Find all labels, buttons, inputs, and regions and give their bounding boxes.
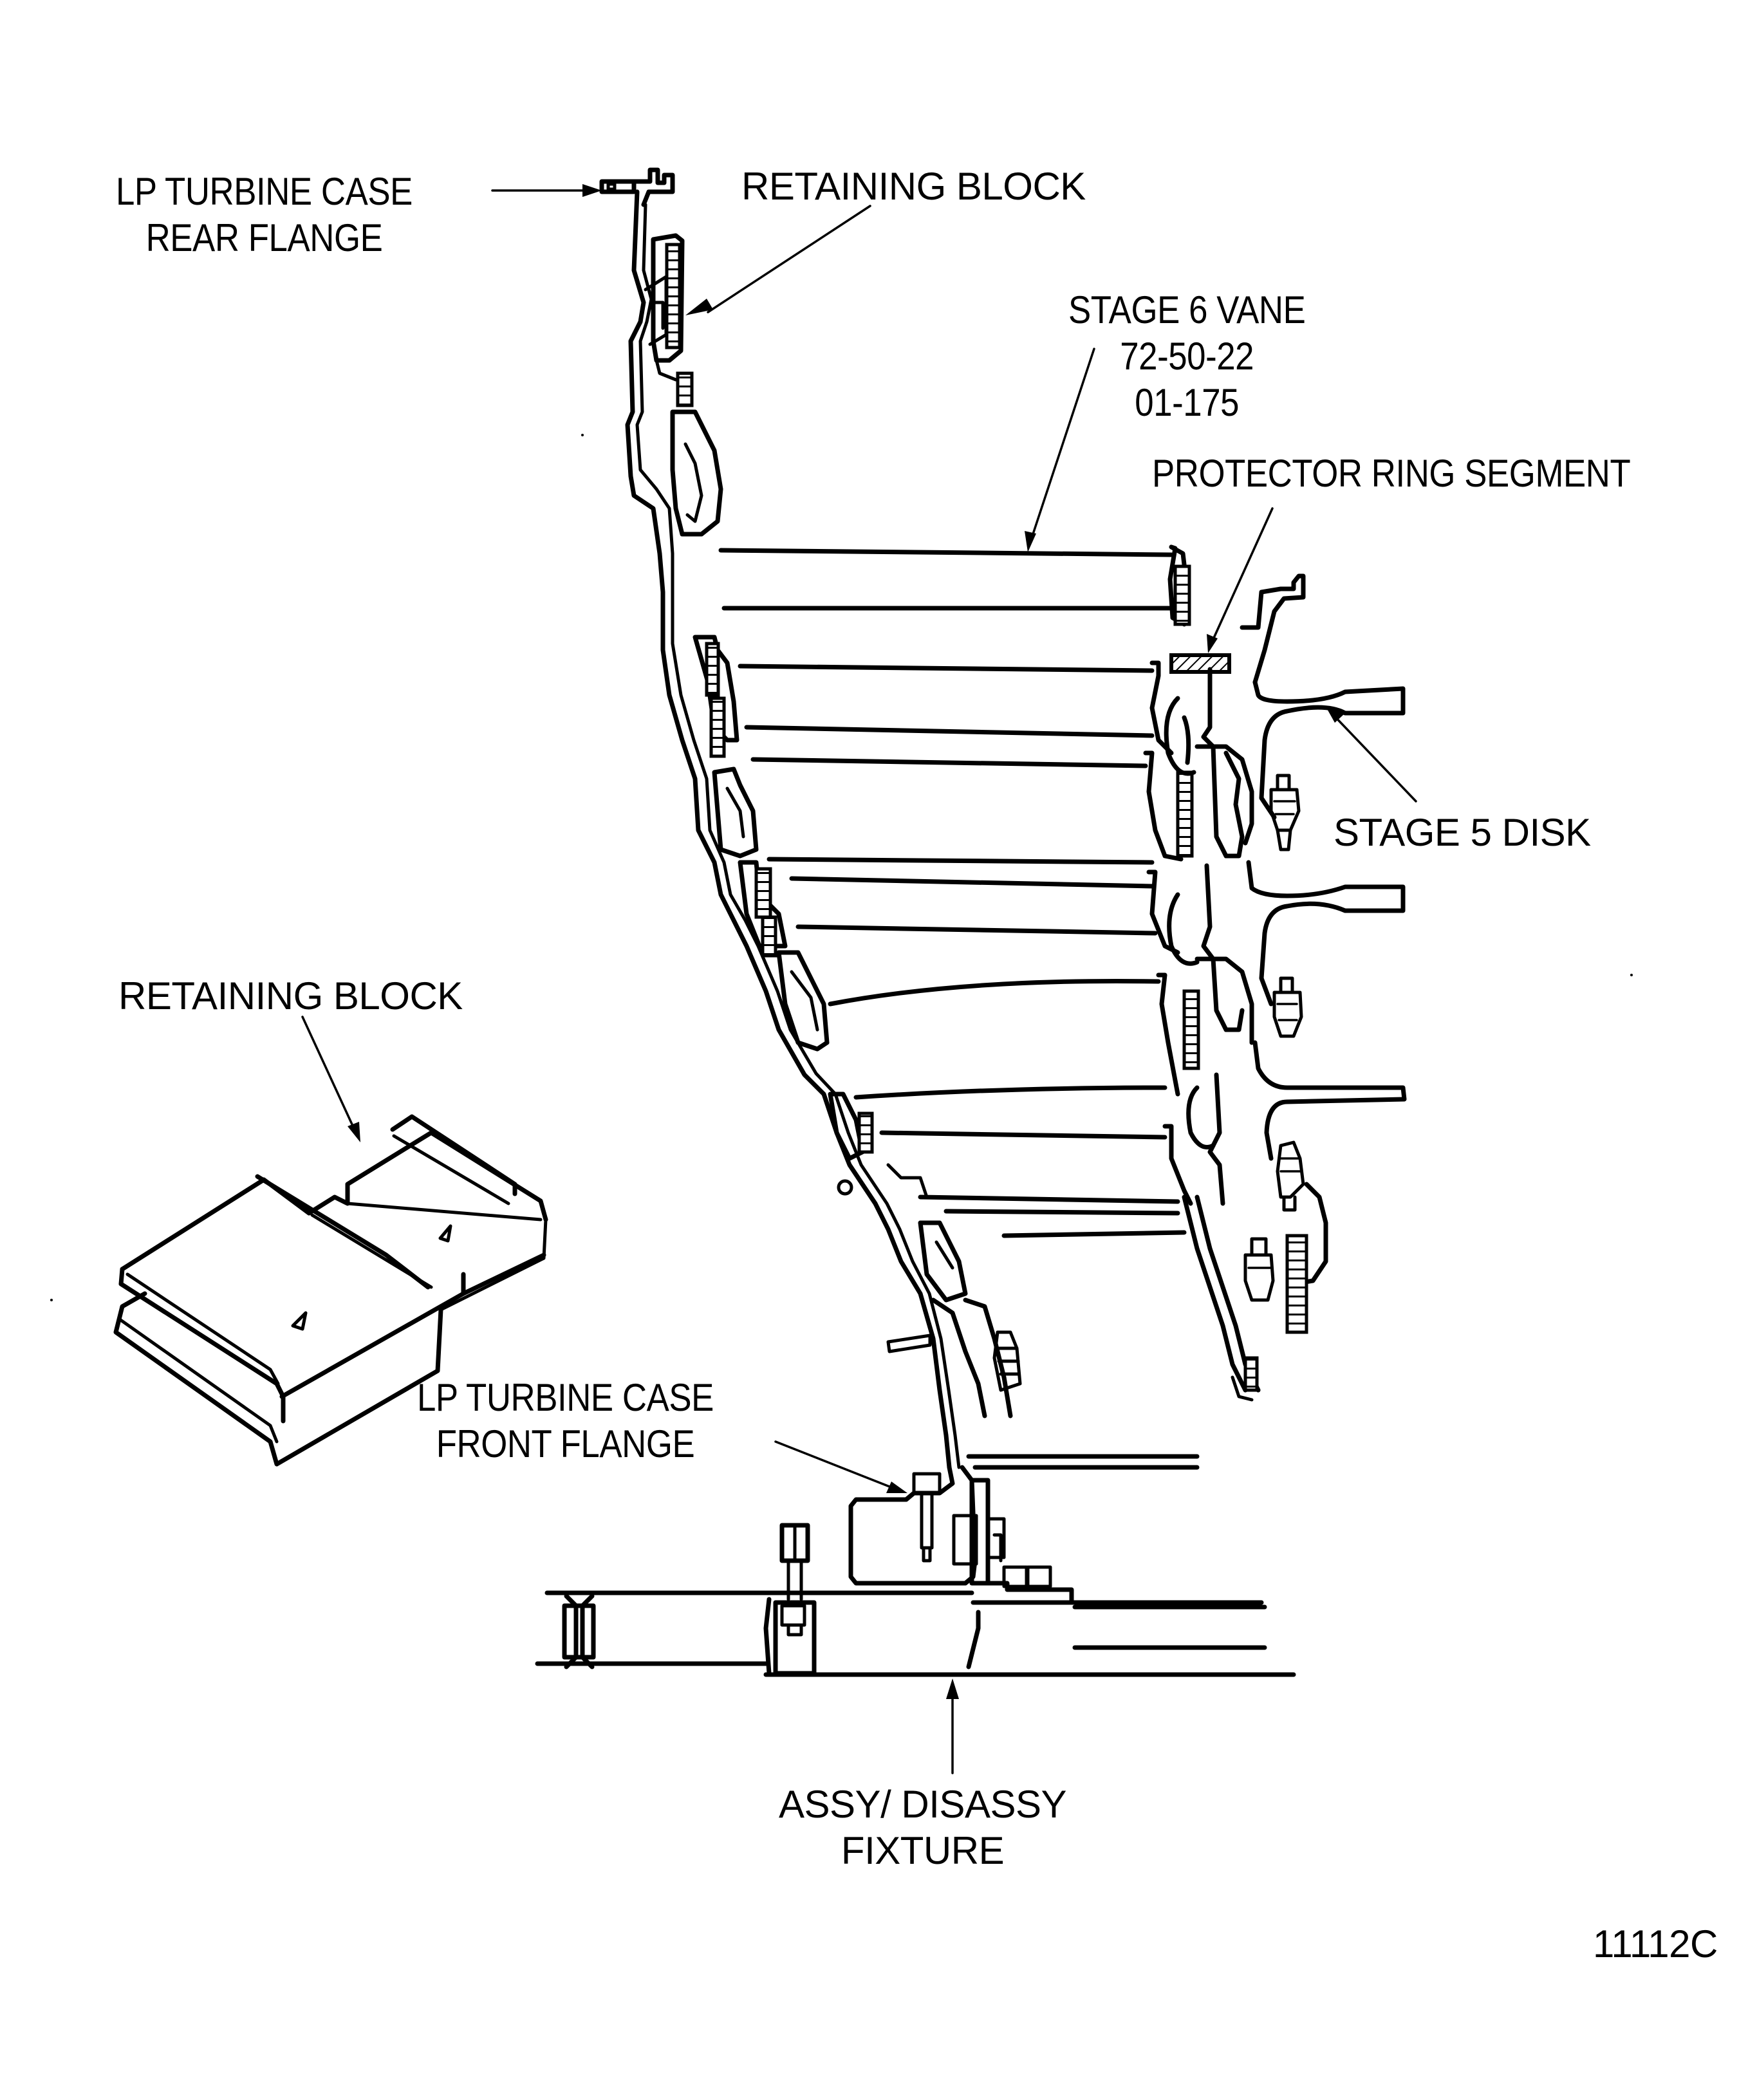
blade-row-2 xyxy=(693,635,1174,758)
blade-row-3 xyxy=(712,750,1194,865)
label-retaining-block-top: RETAINING BLOCK xyxy=(741,165,1086,208)
stage-6-vane xyxy=(670,409,1191,627)
protector-ring-segment xyxy=(1169,653,1231,674)
bolt-lower xyxy=(1243,1237,1275,1302)
label-protector-ring-segment: PROTECTOR RING SEGMENT xyxy=(1152,452,1631,495)
rotor-disks xyxy=(1164,573,1407,1402)
label-fixture-line1: ASSY/ DISASSY xyxy=(779,1783,1067,1826)
blade-row-7 xyxy=(886,1209,1187,1418)
label-rear-flange-line1: LP TURBINE CASE xyxy=(116,170,413,213)
label-stage6-vane: STAGE 6 VANE 72-50-22 01-175 xyxy=(1068,287,1306,426)
rear-flange xyxy=(599,167,675,207)
retaining-block-section xyxy=(644,233,694,407)
blade-row-5 xyxy=(776,950,1200,1100)
label-rear-flange: LP TURBINE CASE REAR FLANGE xyxy=(116,169,413,261)
label-rear-flange-line2: REAR FLANGE xyxy=(145,216,383,259)
speck xyxy=(1630,974,1633,976)
label-stage6-vane-title: STAGE 6 VANE xyxy=(1068,288,1306,331)
label-fixture-line2: FIXTURE xyxy=(841,1829,1005,1872)
leader-lines xyxy=(301,184,1417,1774)
blade-row-4 xyxy=(738,860,1180,958)
bolt-stage-3 xyxy=(1276,1140,1305,1212)
label-front-flange: LP TURBINE CASE FRONT FLANGE xyxy=(417,1375,714,1467)
bolt-stage-5 xyxy=(1269,774,1301,851)
label-stage5-disk: STAGE 5 DISK xyxy=(1334,811,1591,854)
speck xyxy=(50,1299,53,1301)
blade-row-6 xyxy=(828,1092,1193,1206)
label-stage6-vane-ref: 72-50-22 xyxy=(1120,335,1254,378)
label-front-flange-line1: LP TURBINE CASE xyxy=(417,1376,714,1419)
lp-turbine-case xyxy=(599,167,961,1470)
bolt-stage-4 xyxy=(1272,976,1303,1038)
label-retaining-block-detail: RETAINING BLOCK xyxy=(118,974,463,1017)
figure-number: 11112C xyxy=(1593,1922,1718,1965)
label-front-flange-line2: FRONT FLANGE xyxy=(436,1422,695,1465)
assy-disassy-fixture xyxy=(535,1454,1296,1677)
retaining-block-detail-drawing xyxy=(113,1114,548,1467)
label-stage6-vane-fig: 01-175 xyxy=(1135,381,1240,424)
label-fixture: ASSY/ DISASSY FIXTURE xyxy=(779,1781,1067,1874)
airfoil-stages xyxy=(670,409,1200,1418)
speck xyxy=(581,434,584,436)
